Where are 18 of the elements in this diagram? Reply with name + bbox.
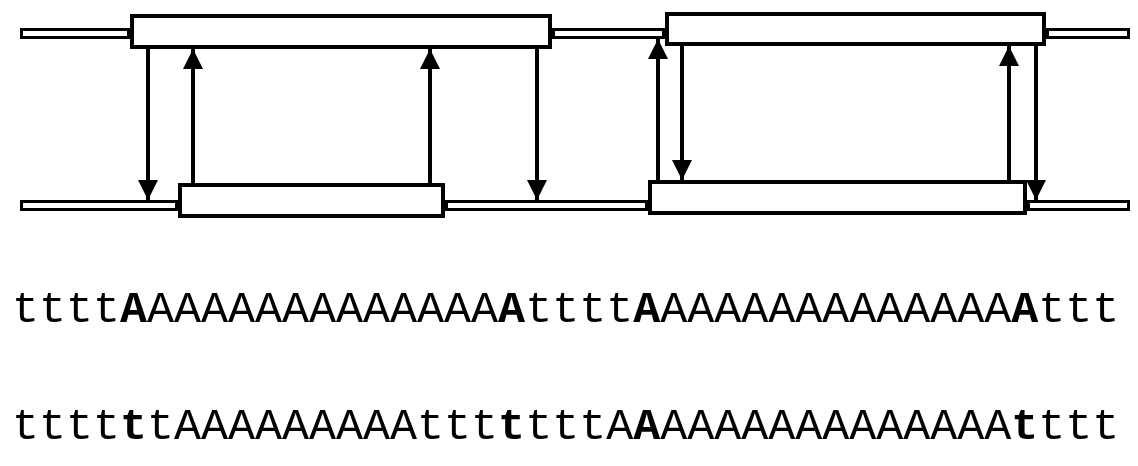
arrow — [183, 49, 203, 183]
arrow — [999, 46, 1019, 180]
arrow — [1026, 46, 1046, 200]
rectangle-box — [130, 14, 552, 49]
double-line-bar — [20, 200, 178, 211]
arrow — [420, 49, 440, 183]
arrow — [138, 49, 158, 200]
sequence-text: ttttAAAAAAAAAAAAAAAttttAAAAAAAAAAAAAAAttt — [12, 288, 1120, 333]
double-line-bar — [20, 28, 130, 39]
rectangle-box — [648, 180, 1027, 215]
arrow — [648, 39, 668, 180]
arrow — [527, 49, 547, 200]
rectangle-box — [178, 183, 445, 218]
rectangle-box — [665, 12, 1046, 46]
sequence-text: ttttttAAAAAAAAAtttttttAAAAAAAAAAAAAAAtttt — [12, 405, 1120, 450]
double-line-bar — [1027, 200, 1130, 211]
arrow — [672, 46, 692, 180]
double-line-bar — [1046, 28, 1130, 39]
